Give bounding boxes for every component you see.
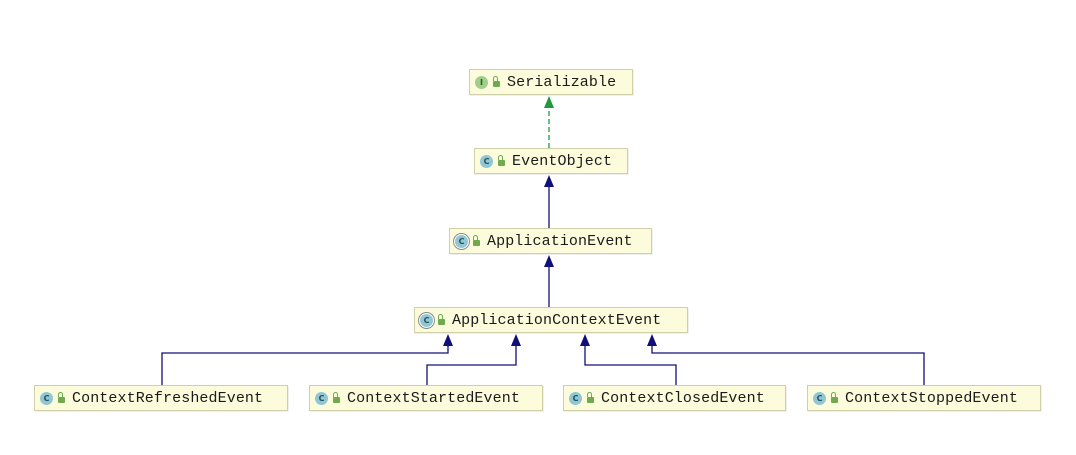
edge-application-context-event-to-application-event-arrowhead — [544, 255, 554, 267]
edge-context-started-event-to-application-context-event — [426, 346, 517, 385]
edge-application-event-to-event-object-arrowhead — [544, 175, 554, 187]
class-node-context-refreshed-event[interactable]: C ContextRefreshedEvent — [34, 385, 288, 411]
class-node-context-stopped-event[interactable]: C ContextStoppedEvent — [807, 385, 1041, 411]
public-lock-icon — [57, 392, 66, 404]
public-lock-icon — [497, 155, 506, 167]
edge-context-stopped-event-to-application-context-event-arrowhead — [647, 334, 657, 346]
public-lock-icon — [437, 314, 446, 326]
class-name: ApplicationContextEvent — [452, 311, 662, 329]
edge-context-closed-event-to-application-context-event-arrowhead — [580, 334, 590, 346]
class-node-event-object[interactable]: C EventObject — [474, 148, 628, 174]
class-kind-icon: C — [40, 391, 53, 405]
edge-context-refreshed-event-to-application-context-event-arrowhead — [443, 334, 453, 346]
class-name: ContextRefreshedEvent — [72, 389, 264, 407]
edge-context-closed-event-to-application-context-event — [584, 346, 677, 385]
inheritance-edges — [161, 96, 925, 385]
class-name: ContextStoppedEvent — [845, 389, 1018, 407]
public-lock-icon — [586, 392, 595, 404]
class-name: ContextClosedEvent — [601, 389, 765, 407]
edge-context-started-event-to-application-context-event-arrowhead — [511, 334, 521, 346]
class-kind-icon: C — [569, 391, 582, 405]
abstract-kind-icon: C — [420, 313, 433, 327]
public-lock-icon — [332, 392, 341, 404]
public-lock-icon — [492, 76, 501, 88]
public-lock-icon — [830, 392, 839, 404]
public-lock-icon — [472, 235, 481, 247]
class-name: ContextStartedEvent — [347, 389, 520, 407]
class-name: ApplicationEvent — [487, 232, 633, 250]
abstract-kind-icon: C — [455, 234, 468, 248]
edge-event-object-to-serializable-arrowhead — [544, 96, 554, 108]
interface-kind-icon: I — [475, 75, 488, 89]
class-name: Serializable — [507, 73, 617, 91]
edge-context-refreshed-event-to-application-context-event — [161, 346, 449, 385]
class-node-application-event[interactable]: C ApplicationEvent — [449, 228, 652, 254]
class-node-context-closed-event[interactable]: C ContextClosedEvent — [563, 385, 786, 411]
class-node-serializable[interactable]: I Serializable — [469, 69, 633, 95]
class-name: EventObject — [512, 152, 613, 170]
class-node-application-context-event[interactable]: C ApplicationContextEvent — [414, 307, 688, 333]
class-kind-icon: C — [480, 154, 493, 168]
class-node-context-started-event[interactable]: C ContextStartedEvent — [309, 385, 543, 411]
class-kind-icon: C — [315, 391, 328, 405]
edge-context-stopped-event-to-application-context-event — [651, 346, 925, 385]
class-kind-icon: C — [813, 391, 826, 405]
